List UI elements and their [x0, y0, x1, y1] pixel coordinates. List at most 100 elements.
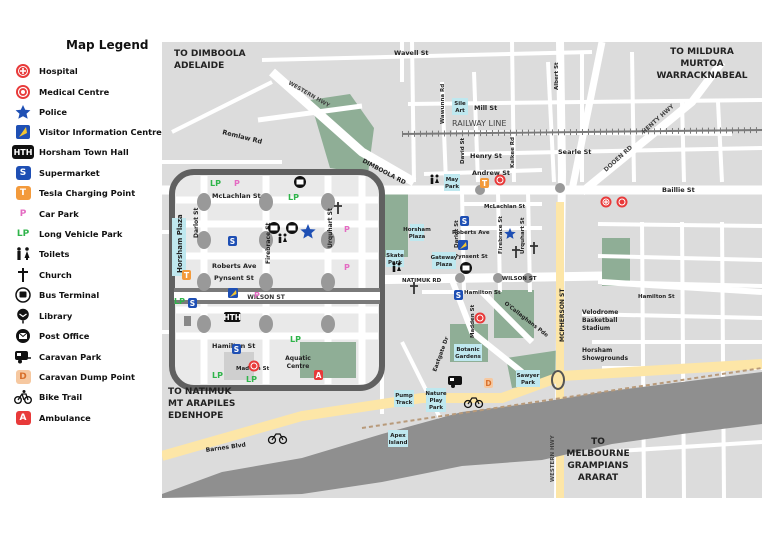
svg-text:S: S	[234, 345, 239, 354]
skate-park: Skate	[386, 253, 404, 259]
supermarket-marker[interactable]: S	[460, 216, 469, 226]
toilets-marker[interactable]	[278, 233, 288, 244]
fuel-pump-marker[interactable]	[184, 316, 191, 326]
supermarket-marker[interactable]: S	[188, 298, 197, 308]
toilets-marker[interactable]	[392, 262, 402, 273]
medical-centre-icon	[16, 85, 30, 99]
legend-symbol: T	[12, 185, 34, 201]
tesla-charging-marker[interactable]: T	[480, 178, 489, 188]
legend-item-bus-terminal: Bus Terminal	[12, 286, 99, 304]
destination-south-east: TO	[591, 437, 605, 447]
botanic-gardens: Botanic	[456, 347, 479, 353]
supermarket-icon: S	[15, 166, 31, 180]
church-marker[interactable]	[530, 242, 538, 254]
church-marker[interactable]	[512, 246, 520, 258]
long-vehicle-park-marker[interactable]: LP	[290, 335, 301, 344]
destination-south-west: TO NATIMUK	[168, 387, 232, 397]
post-office-marker[interactable]	[460, 262, 472, 274]
legend-symbol	[12, 328, 34, 344]
medical-centre-marker[interactable]	[474, 312, 486, 324]
legend-item-post-office: Post Office	[12, 327, 89, 345]
svg-text:S: S	[462, 217, 467, 226]
destination-south-east: MELBOURNE	[566, 449, 629, 459]
caravan-park-icon	[15, 351, 31, 364]
park-skate	[384, 192, 408, 257]
supermarket-marker[interactable]: S	[228, 236, 237, 246]
church-icon	[18, 268, 28, 282]
legend-item-label: Long Vehicle Park	[39, 229, 123, 239]
legend-item-label: Bus Terminal	[39, 290, 100, 300]
ambulance-marker[interactable]: A	[314, 370, 323, 380]
legend-item-label: Hospital	[39, 66, 78, 76]
street-david: David St	[460, 137, 466, 164]
police-marker[interactable]	[504, 228, 516, 239]
car-park-marker[interactable]: P	[234, 179, 240, 188]
church-marker[interactable]	[334, 202, 342, 214]
long-vehicle-park-marker[interactable]: LP	[288, 193, 299, 202]
legend-item-toilets: Toilets	[12, 245, 69, 263]
street-hamilton: Hamilton St	[464, 290, 501, 296]
svg-text:T: T	[184, 271, 190, 280]
bus-terminal-marker[interactable]	[286, 222, 298, 234]
long-vehicle-park-marker[interactable]: LP	[212, 371, 223, 380]
legend-symbol	[12, 104, 34, 120]
may-park: Park	[445, 184, 459, 190]
church-marker[interactable]	[410, 282, 418, 294]
caravan-dump-marker[interactable]: D	[484, 378, 493, 388]
wimmera-river	[162, 372, 762, 498]
svg-text:T: T	[482, 179, 488, 188]
hospital-marker[interactable]	[600, 196, 612, 208]
tesla-charging-marker[interactable]: T	[182, 270, 191, 280]
caravan-dump-icon: D	[15, 370, 31, 384]
long-vehicle-park-icon: LP	[16, 229, 30, 239]
supermarket-marker[interactable]: S	[454, 290, 463, 300]
legend-item-visitor-info: Visitor Information Centre	[12, 123, 162, 141]
legend-symbol	[12, 349, 34, 365]
visitor-info-marker[interactable]	[228, 288, 238, 298]
street-kalkee: Kalkee Rd	[510, 137, 516, 168]
street-andrew: Andrew St	[472, 169, 510, 177]
legend-symbol: S	[12, 165, 34, 181]
street-urquhart: Urquhart St	[520, 217, 526, 254]
town-hall-marker[interactable]: HTH	[223, 312, 241, 322]
police-marker[interactable]	[300, 224, 316, 239]
svg-text:D: D	[485, 379, 491, 388]
visitor-info-icon	[16, 125, 30, 139]
legend-item-police-star: Police	[12, 103, 67, 121]
medical-centre-marker[interactable]	[248, 360, 260, 372]
legend-item-label: Car Park	[39, 209, 79, 219]
visitor-info-marker[interactable]	[458, 240, 468, 250]
sile-art-box	[452, 98, 468, 115]
post-office-marker[interactable]	[268, 222, 280, 234]
toilets-marker[interactable]	[430, 174, 440, 185]
long-vehicle-park-marker[interactable]: LP	[246, 375, 257, 384]
bike-trail-marker[interactable]	[463, 397, 484, 409]
bus-terminal-icon	[15, 287, 31, 303]
nature-play-park: Nature	[425, 391, 447, 397]
car-park-marker[interactable]: P	[344, 225, 350, 234]
street-baillie-east: Baillie St	[662, 186, 695, 194]
car-park-marker[interactable]: P	[344, 263, 350, 272]
caravan-park-marker[interactable]	[448, 376, 462, 388]
toilets-icon	[17, 247, 30, 260]
medical-centre-marker[interactable]	[494, 174, 506, 186]
bike-trail-marker[interactable]	[267, 433, 288, 445]
legend-item-label: Ambulance	[39, 413, 91, 423]
supermarket-marker[interactable]: S	[232, 344, 241, 354]
street-pynsent-cbd: Pynsent St	[214, 274, 254, 282]
destination-south-east: ARARAT	[578, 473, 619, 483]
long-vehicle-park-marker[interactable]: LP	[210, 179, 221, 188]
long-vehicle-park-marker[interactable]: LP	[174, 297, 185, 306]
legend-symbol	[12, 389, 34, 405]
medical-centre-marker[interactable]	[616, 196, 628, 208]
gateway-plaza-box	[432, 252, 456, 269]
legend-title: Map Legend	[66, 38, 149, 52]
car-park-marker[interactable]: P	[254, 291, 260, 300]
svg-text:A: A	[316, 371, 322, 380]
pump-track-box	[394, 390, 414, 407]
library-marker[interactable]	[294, 176, 306, 188]
legend-item-label: Police	[39, 107, 68, 117]
